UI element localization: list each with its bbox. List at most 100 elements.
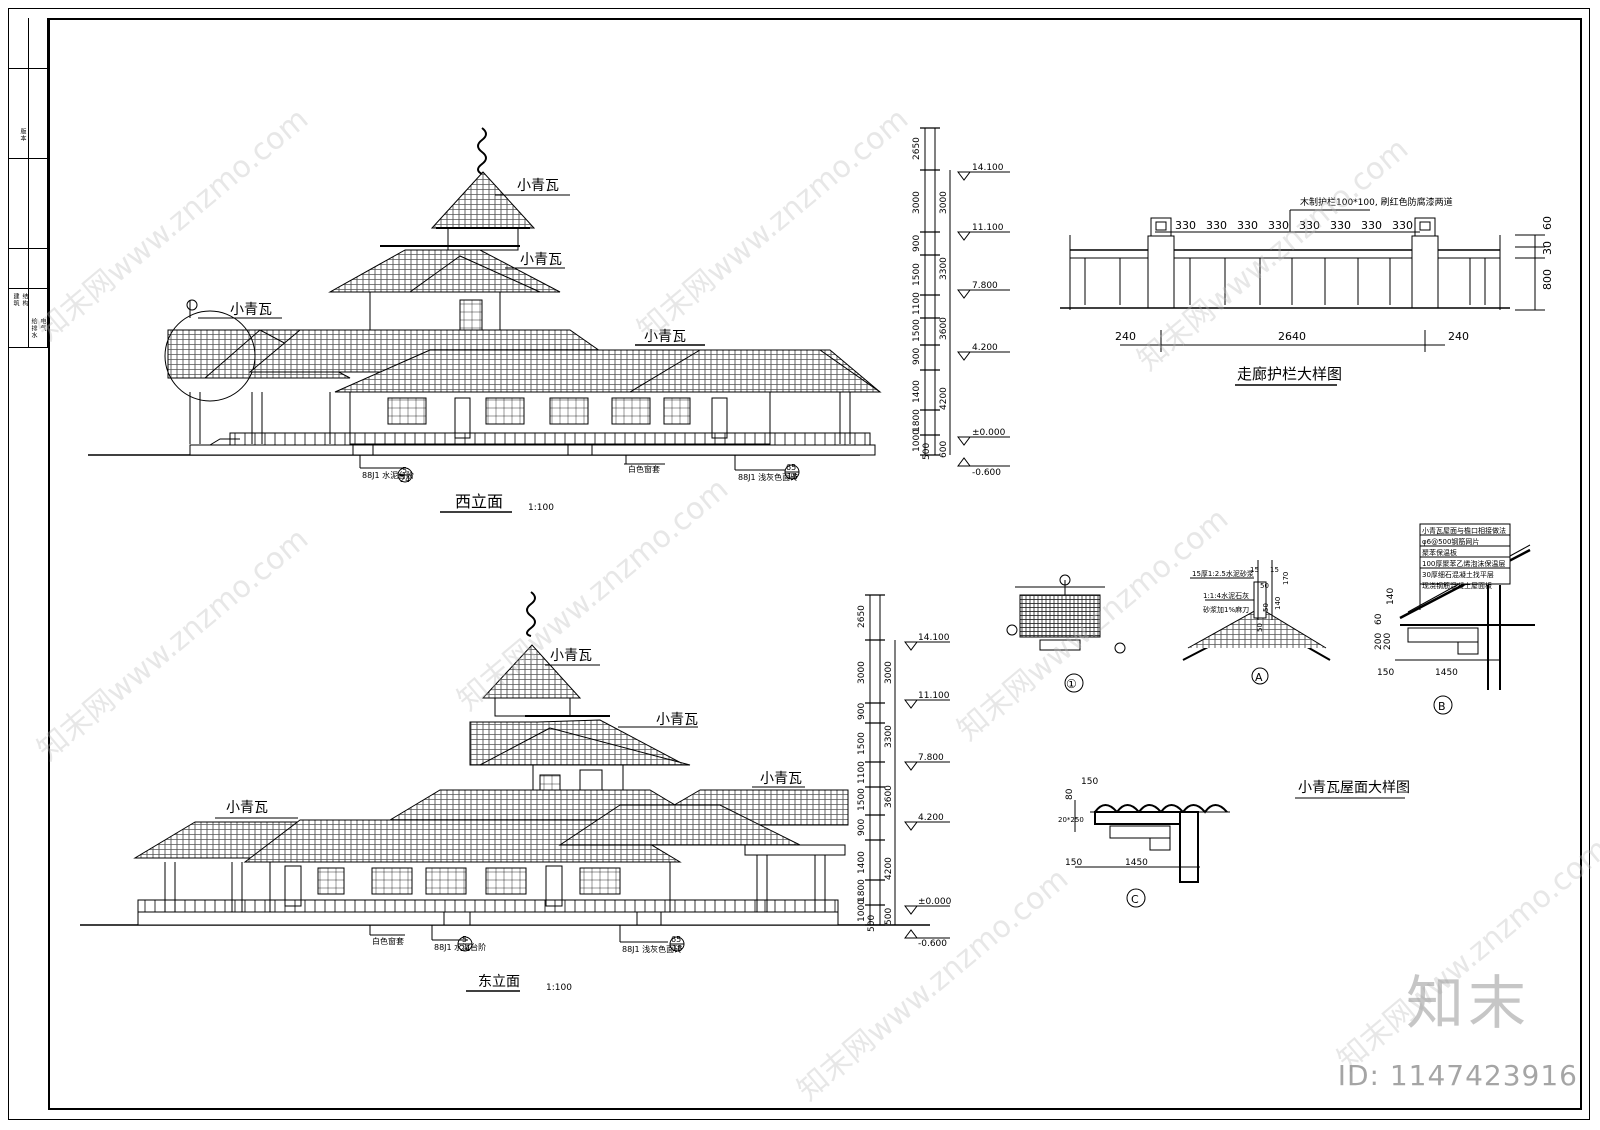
west-dim-4: 1100 <box>912 292 922 315</box>
east-roof-label-3: 小青瓦 <box>226 800 268 816</box>
east-dim2-4: 500 <box>884 908 894 925</box>
west-callout-left-ref-bottom: 24 <box>400 475 410 484</box>
c-dim-1: 80 <box>1065 788 1075 800</box>
east-level-0: 14.100 <box>918 633 950 643</box>
east-callout-middle-ref-bottom: 24 <box>460 944 470 953</box>
revision-label: 版本 <box>19 128 26 142</box>
railing-detail-text: 木制护栏100*100, 刷红色防腐漆两道 330 330 330 330 33… <box>1115 196 1554 383</box>
west-dim-6: 900 <box>912 348 922 365</box>
railing-note: 木制护栏100*100, 刷红色防腐漆两道 <box>1300 196 1453 208</box>
railing-bottom-dim-right: 240 <box>1448 330 1469 343</box>
west-dim-9: 1000 <box>912 429 922 452</box>
railing-spacing-1: 330 <box>1206 219 1227 232</box>
west-callout-middle: 白色窗套 <box>628 464 660 474</box>
east-roof-label-4: 小青瓦 <box>760 771 802 787</box>
c-dim-2: 20*250 <box>1058 816 1084 824</box>
east-dim-8: 1800 <box>857 879 867 902</box>
b-note-0: 小青瓦屋面与檐口相接做法 <box>1422 526 1506 535</box>
railing-detail-drawing <box>1060 209 1545 386</box>
a-dim-5: 50 <box>1262 603 1270 612</box>
a-dim-2: 170 <box>1282 572 1290 585</box>
west-dim-10: 500 <box>922 443 932 460</box>
east-dims: 2650 3000 900 1500 1100 1500 900 1400 18… <box>857 605 952 949</box>
east-callout-right: 88J1 浅灰色面砖 <box>622 944 682 954</box>
discipline-2: 结构 <box>21 293 28 307</box>
west-dim-7: 1400 <box>912 380 922 403</box>
west-elevation-title: 西立面 <box>455 492 503 511</box>
marker-detail-c: C <box>1131 893 1139 906</box>
west-level-4: ±0.000 <box>972 428 1006 438</box>
east-dim-1: 3000 <box>857 661 867 684</box>
west-callout-right: 88J1 浅灰色面砖 <box>738 472 798 482</box>
west-dim2-0: 3000 <box>939 191 949 214</box>
roof-detail-text: ① A B C 15厚1:2.5水泥砂浆 1:1:4水泥石灰 砂浆加1%麻刀 1… <box>1058 526 1506 906</box>
west-elevation-drawing <box>88 127 1010 513</box>
east-dim-3: 1500 <box>857 732 867 755</box>
railing-spacing-3: 330 <box>1268 219 1289 232</box>
marker-detail-a: A <box>1255 671 1263 684</box>
c-dim-4: 1450 <box>1125 858 1148 868</box>
east-elevation-text: 小青瓦 小青瓦 小青瓦 小青瓦 白色窗套 88J1 水泥台阶 5 24 88J1… <box>226 605 952 993</box>
b-dim-4: 150 <box>1377 668 1394 678</box>
east-elevation-drawing <box>80 591 950 992</box>
west-callout-left-ref-top: 5 <box>402 466 407 475</box>
east-elevation-title: 东立面 <box>478 974 520 990</box>
a-dim-1: 15 <box>1270 566 1279 574</box>
b-note-1: φ6@500钢筋网片 <box>1422 537 1479 546</box>
west-roof-label-1: 小青瓦 <box>517 178 559 194</box>
east-elevation-scale: 1:100 <box>546 983 572 993</box>
east-callout-middle-ref-top: 5 <box>462 935 467 944</box>
brand-logo: 知末 <box>1405 969 1530 1037</box>
roof-detail-drawing <box>1006 523 1535 908</box>
east-dim2-2: 3600 <box>884 785 894 808</box>
west-dim-0: 2650 <box>912 137 922 160</box>
west-level-1: 11.100 <box>972 223 1004 233</box>
east-dim-7: 1400 <box>857 851 867 874</box>
west-callout-right-ref-top: 65 <box>786 463 796 472</box>
west-elevation-text: 小青瓦 小青瓦 小青瓦 小青瓦 88J1 水泥台阶 5 24 白色窗套 88J1… <box>230 137 1006 513</box>
railing-spacing-6: 330 <box>1361 219 1382 232</box>
west-dim2-2: 3600 <box>939 317 949 340</box>
a-dim-4: 140 <box>1274 597 1282 610</box>
roof-detail-title: 小青瓦屋面大样图 <box>1298 780 1410 796</box>
west-level-5: -0.600 <box>972 468 1001 478</box>
east-level-3: 4.200 <box>918 813 944 823</box>
a-note-1: 1:1:4水泥石灰 <box>1203 591 1249 600</box>
b-dim-5: 1450 <box>1435 668 1458 678</box>
east-dim-5: 1500 <box>857 788 867 811</box>
b-dim-2: 200 <box>1374 633 1384 650</box>
discipline-4: 电气 <box>39 318 46 332</box>
west-roof-label-3: 小青瓦 <box>230 302 272 318</box>
c-dim-0: 150 <box>1081 777 1098 787</box>
east-dim2-0: 3000 <box>884 661 894 684</box>
east-dim-4: 1100 <box>857 761 867 784</box>
railing-right-dim-0: 60 <box>1541 216 1554 230</box>
east-level-2: 7.800 <box>918 753 944 763</box>
west-dim-8: 1800 <box>912 409 922 432</box>
east-roof-label-2: 小青瓦 <box>656 712 698 728</box>
a-dim-6: 50 <box>1256 623 1264 632</box>
railing-bottom-dim-mid: 2640 <box>1278 330 1306 343</box>
east-dim-9: 1000 <box>857 899 867 922</box>
b-note-4: 30厚细石混凝土找平层 <box>1422 570 1494 579</box>
b-note-5: 现浇钢筋混凝土屋面板 <box>1422 581 1492 590</box>
sheet-inner-border <box>48 18 1582 1110</box>
a-note-0: 15厚1:2.5水泥砂浆 <box>1192 569 1254 578</box>
image-id: ID: 1147423916 <box>1337 1059 1578 1092</box>
railing-spacing-0: 330 <box>1175 219 1196 232</box>
east-dim-0: 2650 <box>857 605 867 628</box>
east-dim2-1: 3300 <box>884 725 894 748</box>
west-callout-left: 88J1 水泥台阶 <box>362 470 414 480</box>
west-dim-5: 1500 <box>912 319 922 342</box>
west-callout-right-ref-bottom: 18 <box>787 472 797 481</box>
east-level-5: -0.600 <box>918 939 947 949</box>
east-roof-label-1: 小青瓦 <box>550 648 592 664</box>
a-dim-0: 15 <box>1250 566 1259 574</box>
west-level-3: 4.200 <box>972 343 998 353</box>
railing-right-dim-2: 800 <box>1541 269 1554 290</box>
discipline-1: 建筑 <box>12 293 19 307</box>
east-dim-10: 500 <box>867 915 877 932</box>
west-dim2-4: 600 <box>939 441 949 458</box>
west-roof-label-2: 小青瓦 <box>520 252 562 268</box>
marker-detail-1: ① <box>1066 677 1077 691</box>
